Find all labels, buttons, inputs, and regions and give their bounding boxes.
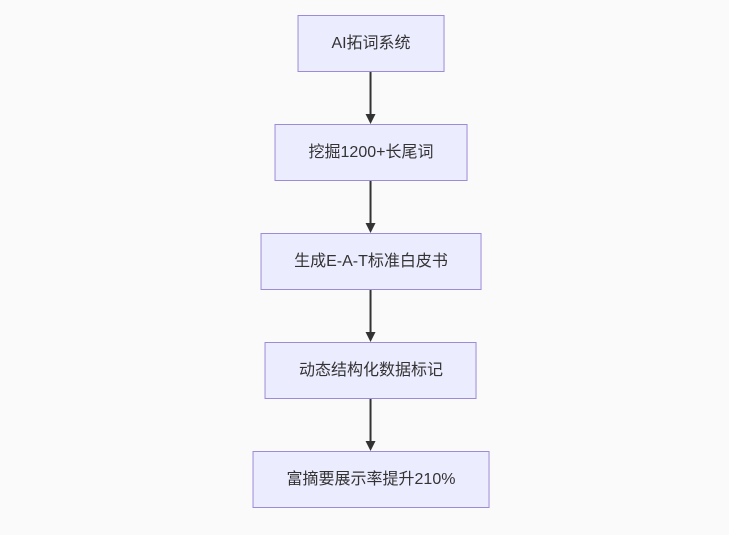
arrowhead-icon — [366, 114, 376, 124]
flow-node-generate-eat-whitepaper: 生成E-A-T标准白皮书 — [260, 233, 482, 290]
edge-line — [370, 399, 372, 441]
flow-edge-dynamic-structured-data-to-rich-snippet-rate — [366, 399, 376, 451]
edge-line — [370, 181, 372, 223]
flow-node-rich-snippet-rate: 富摘要展示率提升210% — [252, 451, 490, 508]
flow-edge-mine-longtail-keywords-to-generate-eat-whitepaper — [366, 181, 376, 233]
arrowhead-icon — [366, 223, 376, 233]
arrowhead-icon — [366, 441, 376, 451]
flow-edge-ai-keyword-system-to-mine-longtail-keywords — [366, 72, 376, 124]
flow-node-dynamic-structured-data: 动态结构化数据标记 — [264, 342, 477, 399]
edge-line — [370, 72, 372, 114]
arrowhead-icon — [366, 332, 376, 342]
flow-node-mine-longtail-keywords: 挖掘1200+长尾词 — [274, 124, 468, 181]
edge-line — [370, 290, 372, 332]
flow-edge-generate-eat-whitepaper-to-dynamic-structured-data — [366, 290, 376, 342]
flow-node-ai-keyword-system: AI拓词系统 — [297, 15, 445, 72]
flowchart: AI拓词系统挖掘1200+长尾词生成E-A-T标准白皮书动态结构化数据标记富摘要… — [252, 15, 490, 508]
